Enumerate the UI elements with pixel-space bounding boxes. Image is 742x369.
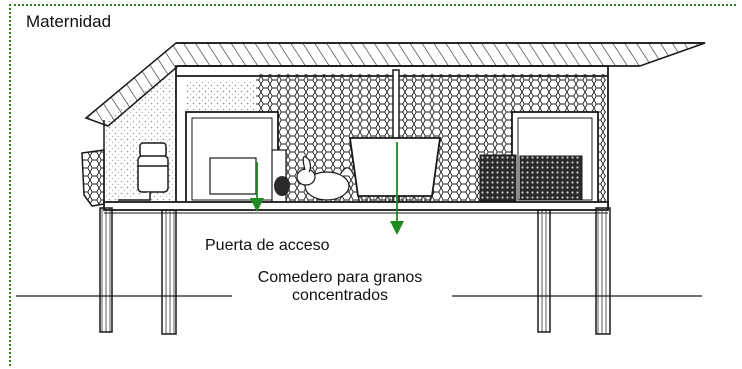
right-door [479, 111, 599, 205]
water-bottle [118, 142, 169, 201]
rabbit [296, 156, 355, 201]
dotted-frame [9, 4, 736, 366]
legs [99, 207, 611, 335]
diagram-title: Maternidad [26, 12, 112, 31]
grain-feeder [348, 137, 442, 203]
stipple-panel [186, 80, 256, 110]
access-door [185, 111, 287, 205]
dark-object [274, 176, 290, 196]
comedero-label: Comedero para granos concentrados [257, 269, 423, 304]
puerta-arrow [250, 162, 264, 212]
nest-basket [81, 149, 105, 207]
puerta-label: Puerta de acceso [205, 237, 330, 254]
floor-board [103, 201, 609, 214]
comedero-arrow [390, 142, 404, 235]
